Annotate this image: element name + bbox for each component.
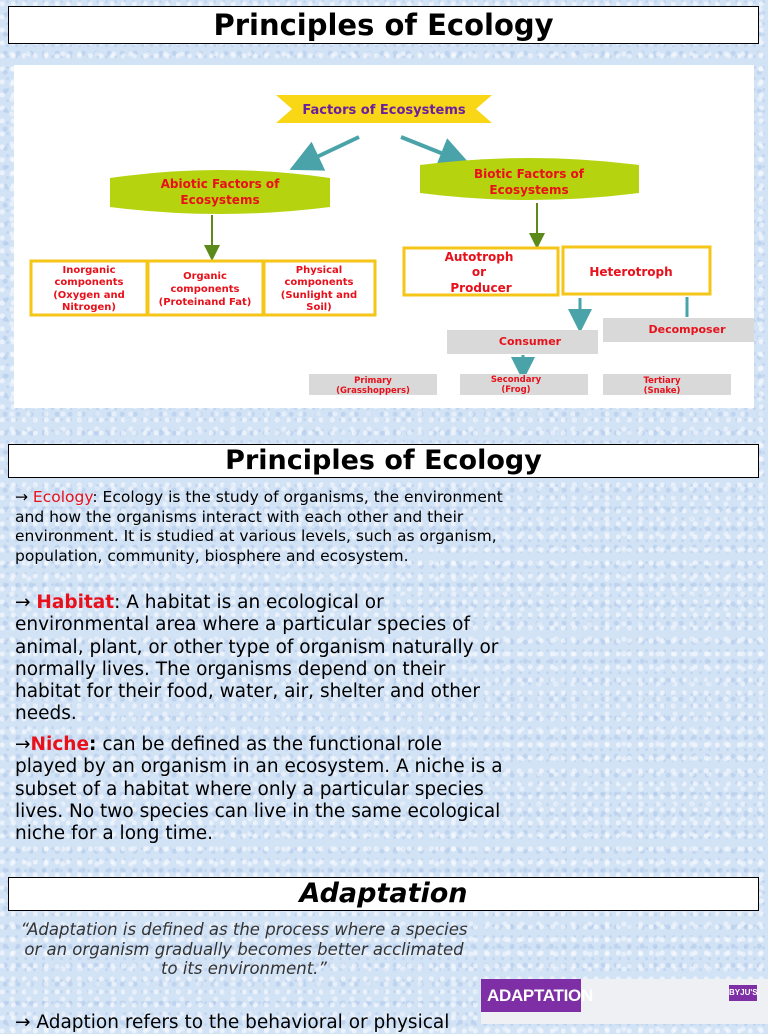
organic-line1: Organic <box>183 271 227 282</box>
secondary-line2: (Frog) <box>501 385 530 395</box>
ecology-term: Ecology <box>32 488 93 506</box>
habitat-term: Habitat <box>36 592 115 613</box>
inorganic-line1: Inorganic <box>62 265 115 276</box>
habitat-text: : A habitat is an ecological or environm… <box>15 592 499 725</box>
autotroph-box <box>402 246 560 297</box>
biotic-label-line1: Biotic Factors of <box>474 167 585 181</box>
adaptation-paragraph-start: → Adaption refers to the behavioral or p… <box>15 1012 450 1033</box>
physical-line2: components <box>285 277 354 288</box>
section-title-principles: Principles of Ecology <box>8 444 759 478</box>
page-title: Principles of Ecology <box>8 6 759 44</box>
ecosystem-factors-diagram: Factors of Ecosystems Abiotic Factors of… <box>14 65 754 408</box>
primary-line2: (Grasshoppers) <box>336 386 410 396</box>
habitat-paragraph: → Habitat: A habitat is an ecological or… <box>15 592 505 726</box>
heterotroph-box <box>561 245 712 296</box>
adaptation-quote: “Adaptation is defined as the process wh… <box>20 920 468 978</box>
organic-line3: (Proteinand Fat) <box>159 297 252 308</box>
autotroph-line2: or <box>472 265 486 279</box>
physical-line1: Physical <box>296 265 342 276</box>
organic-box <box>146 259 265 317</box>
section-title-adaptation: Adaptation <box>8 877 759 911</box>
diagram-svg: Factors of Ecosystems Abiotic Factors of… <box>29 95 754 396</box>
abiotic-node <box>110 170 330 214</box>
primary-box <box>309 374 437 395</box>
ecology-paragraph: → Ecology: Ecology is the study of organ… <box>15 488 515 566</box>
ecology-arrow: → <box>15 488 33 506</box>
inorganic-line4: Nitrogen) <box>62 302 116 313</box>
tertiary-line1: Tertiary <box>643 376 681 386</box>
biotic-label-line2: Ecosystems <box>489 183 568 197</box>
inorganic-line2: components <box>55 277 124 288</box>
tertiary-box <box>603 374 731 395</box>
inorganic-box <box>29 259 149 317</box>
root-label: Factors of Ecosystems <box>302 103 466 118</box>
decomposer-box <box>603 318 754 342</box>
abiotic-label-line2: Ecosystems <box>180 193 259 207</box>
niche-paragraph: →Niche: can be defined as the functional… <box>15 734 510 845</box>
abiotic-label-line1: Abiotic Factors of <box>161 177 281 191</box>
secondary-box <box>460 374 588 395</box>
autotroph-line3: Producer <box>450 281 511 295</box>
byjus-logo: BYJU'S <box>729 985 758 1001</box>
arrow-to-abiotic <box>289 135 360 171</box>
secondary-line1: Secondary <box>491 375 542 385</box>
arrow-to-biotic <box>400 135 471 168</box>
consumer-label: Consumer <box>499 335 562 348</box>
physical-line4: Soil) <box>306 302 332 313</box>
habitat-arrow: → <box>15 592 37 613</box>
physical-line3: (Sunlight and <box>281 290 357 301</box>
biotic-node <box>420 158 639 200</box>
primary-line1: Primary <box>354 376 392 386</box>
niche-text: can be defined as the functional role pl… <box>15 734 503 845</box>
consumer-box <box>447 330 598 354</box>
adaptation-image: ADAPTATION BYJU'S <box>481 979 768 1024</box>
niche-term: Niche <box>30 734 90 755</box>
ecology-text: : Ecology is the study of organisms, the… <box>15 488 503 565</box>
organic-line2: components <box>171 284 240 295</box>
inorganic-line3: (Oxygen and <box>53 290 125 301</box>
niche-arrow: → <box>15 734 31 755</box>
autotroph-line1: Autotroph <box>445 250 514 264</box>
tertiary-line2: (Snake) <box>644 386 681 396</box>
decomposer-label: Decomposer <box>649 323 727 336</box>
niche-colon: : <box>89 734 97 755</box>
physical-box <box>262 259 377 317</box>
root-node <box>276 95 492 123</box>
adaptation-image-label: ADAPTATION <box>481 979 593 1012</box>
heterotroph-label: Heterotroph <box>589 265 672 279</box>
